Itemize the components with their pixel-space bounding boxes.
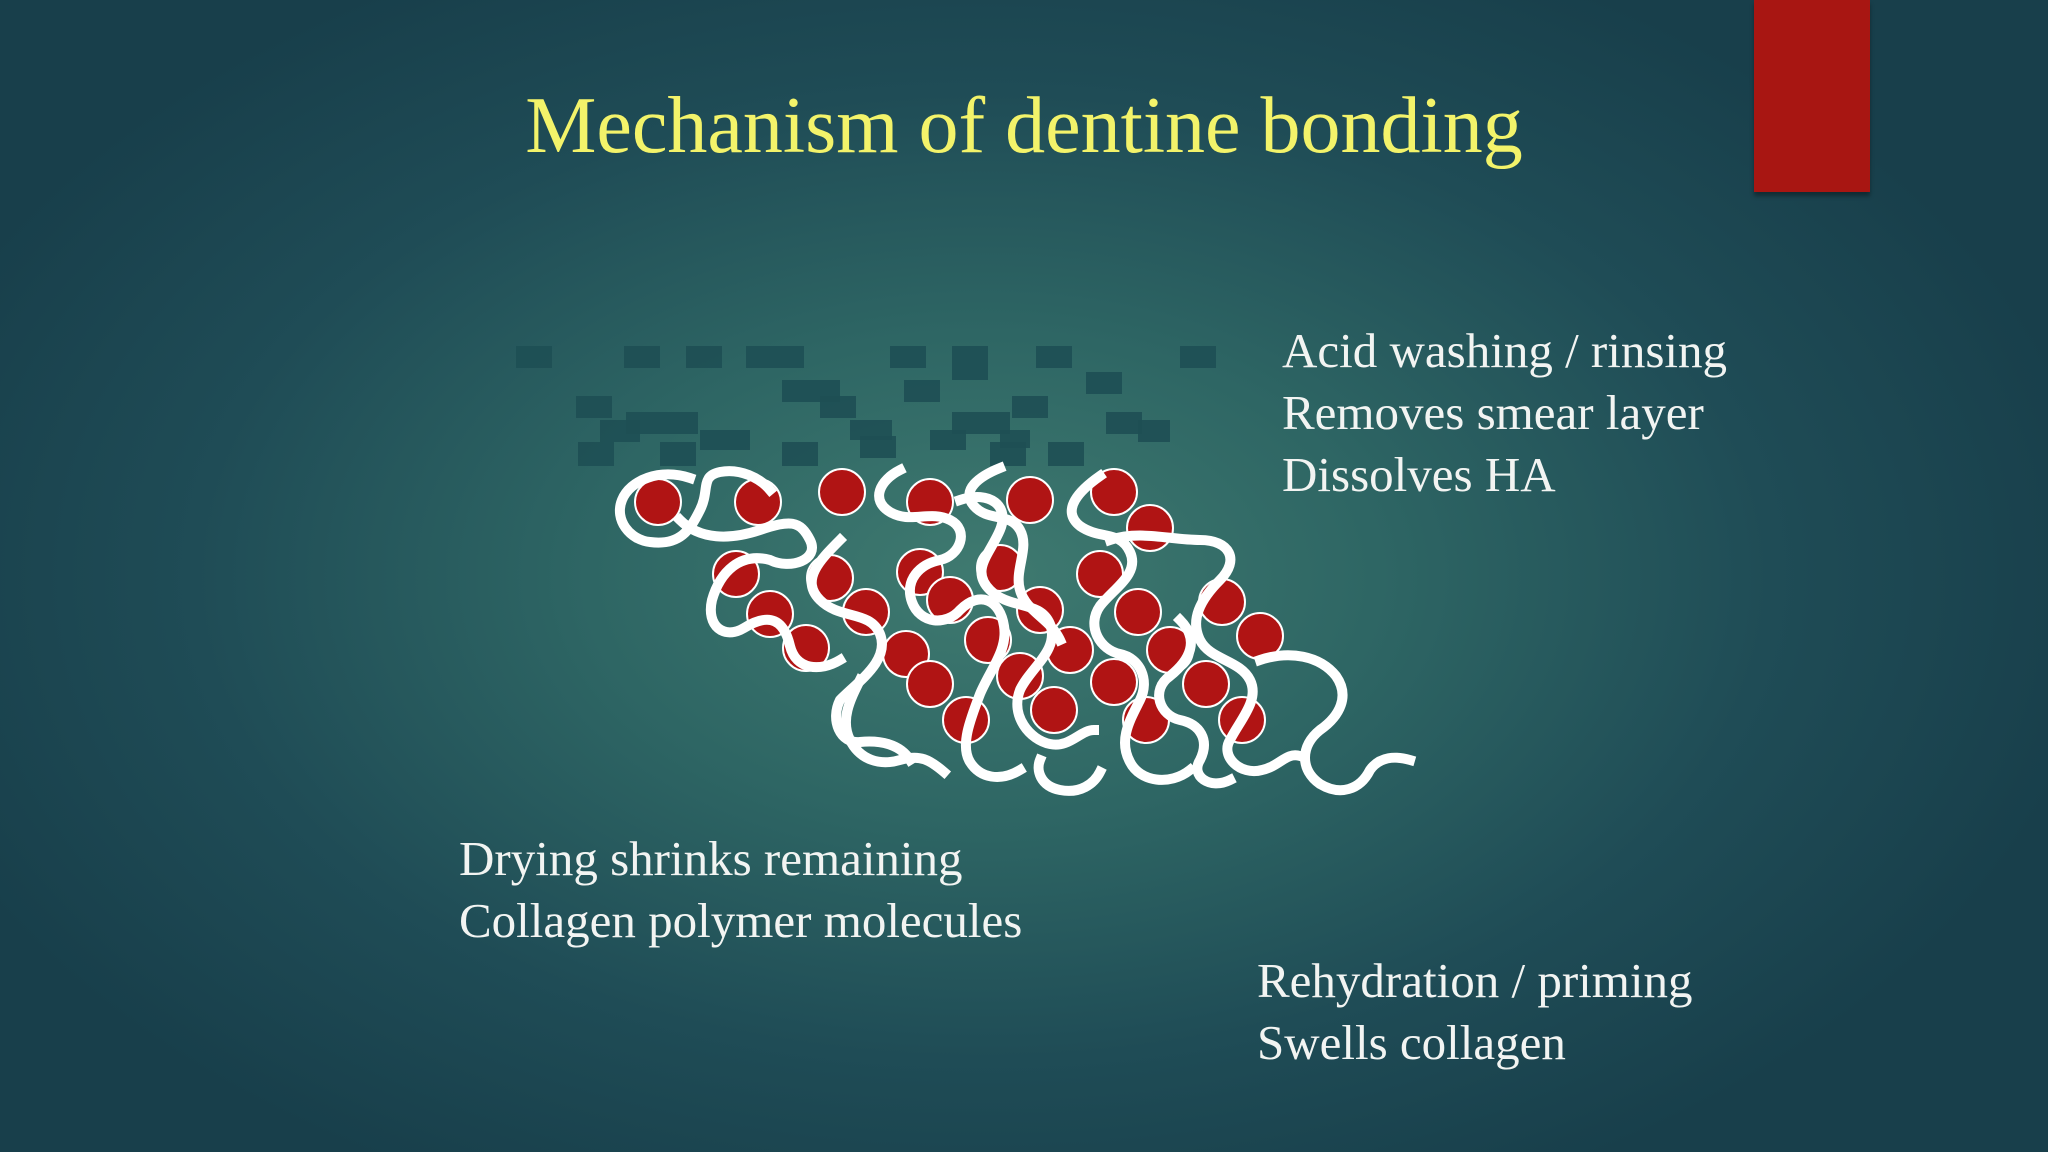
- collagen-fibre: [1253, 650, 1417, 796]
- smear-fragment: [1012, 396, 1048, 418]
- collagen-fibre: [1066, 469, 1198, 785]
- smear-fragment: [1106, 412, 1142, 434]
- smear-fragment: [600, 420, 640, 442]
- smear-fragment: [890, 346, 926, 368]
- smear-fragment: [952, 412, 1010, 434]
- smear-fragment: [850, 420, 892, 440]
- smear-fragment: [1086, 372, 1122, 394]
- collagen-fibre: [1154, 612, 1237, 789]
- collagen-fibre: [1033, 753, 1107, 796]
- hydroxyapatite-particle: [1090, 468, 1138, 516]
- rehydration-line-2: Swells collagen: [1257, 1015, 1566, 1070]
- hydroxyapatite-particle: [906, 660, 954, 708]
- collagen-fibre: [1103, 530, 1307, 777]
- smear-fragment: [782, 442, 818, 466]
- smear-fragment: [820, 396, 856, 418]
- rehydration-label: Rehydration / priming Swells collagen: [1257, 950, 1693, 1074]
- hydroxyapatite-particle: [818, 468, 866, 516]
- collagen-fibre: [840, 673, 952, 780]
- hydroxyapatite-particle: [734, 478, 782, 526]
- collagen-fibre: [806, 532, 917, 767]
- smear-fragment: [952, 346, 988, 380]
- hydroxyapatite-particle: [1090, 658, 1138, 706]
- acid-line-1: Acid washing / rinsing: [1282, 323, 1728, 378]
- smear-fragment: [660, 442, 696, 466]
- collagen-fibre: [964, 461, 1067, 647]
- hydroxyapatite-particle: [634, 478, 682, 526]
- hydroxyapatite-particle: [1126, 504, 1174, 552]
- smear-fragment: [746, 346, 804, 368]
- smear-fragment: [904, 380, 940, 402]
- smear-fragment: [930, 430, 966, 450]
- slide-title: Mechanism of dentine bonding: [525, 82, 1523, 170]
- collagen-fibre: [672, 512, 847, 673]
- smear-fragment: [624, 346, 660, 368]
- collagen-fibres: [615, 461, 1417, 796]
- hydroxyapatite-particle: [1030, 686, 1078, 734]
- smear-fragment: [576, 396, 612, 418]
- smear-fragment: [1180, 346, 1216, 368]
- hydroxyapatite-particle: [1182, 660, 1230, 708]
- smear-fragment: [686, 346, 722, 368]
- drying-label: Drying shrinks remaining Collagen polyme…: [459, 828, 1022, 952]
- acid-line-2: Removes smear layer: [1282, 385, 1704, 440]
- smear-layer-fragments: [516, 346, 1216, 466]
- smear-fragment: [1048, 442, 1084, 466]
- smear-fragment: [860, 436, 896, 458]
- smear-fragment: [1036, 346, 1072, 368]
- collagen-fibre: [615, 466, 778, 548]
- drying-line-2: Collagen polymer molecules: [459, 893, 1023, 948]
- smear-fragment: [626, 412, 698, 434]
- hydroxyapatite-particle: [1114, 588, 1162, 636]
- rehydration-line-1: Rehydration / priming: [1257, 953, 1693, 1008]
- smear-fragment: [578, 442, 614, 466]
- acid-washing-label: Acid washing / rinsing Removes smear lay…: [1282, 320, 1727, 506]
- collagen-fibre: [874, 463, 1027, 782]
- smear-fragment: [516, 346, 552, 368]
- hydroxyapatite-particle: [1006, 476, 1054, 524]
- accent-bar: [1754, 0, 1870, 192]
- drying-line-1: Drying shrinks remaining: [459, 831, 963, 886]
- smear-fragment: [700, 430, 750, 450]
- smear-fragment: [1000, 430, 1030, 448]
- acid-line-3: Dissolves HA: [1282, 447, 1556, 502]
- smear-fragment: [1138, 420, 1170, 442]
